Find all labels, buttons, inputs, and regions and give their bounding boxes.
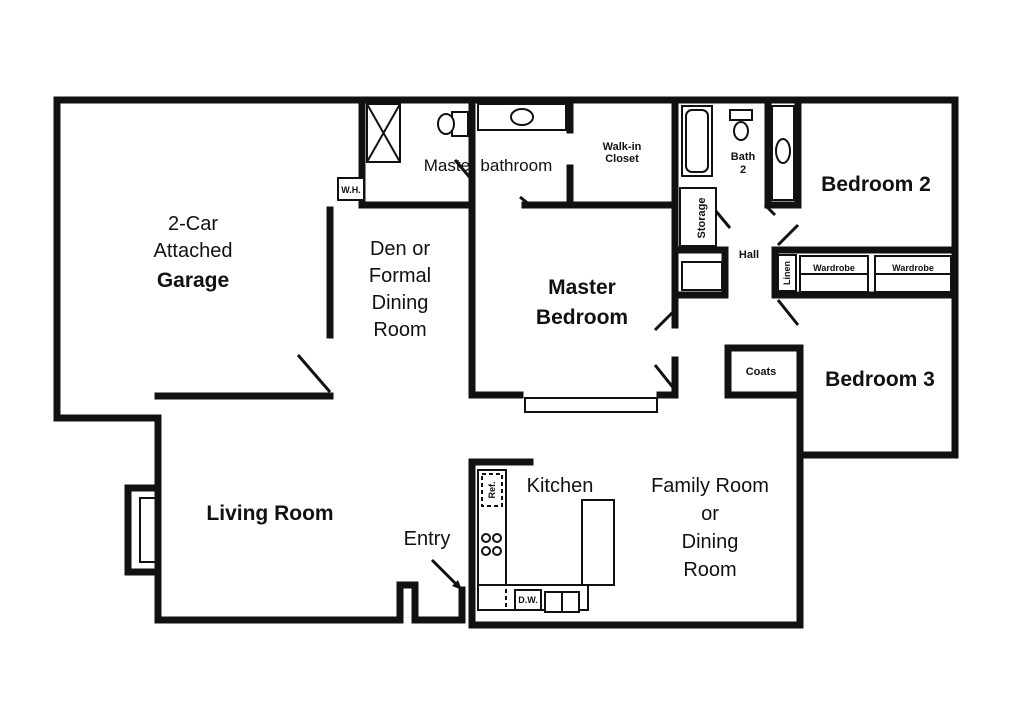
- den-label-line2: Formal: [369, 265, 431, 287]
- water-heater: [337, 177, 365, 201]
- family-room-label-line3: Dining: [682, 531, 739, 553]
- refrigerator-label: Ref.: [487, 481, 497, 498]
- garage-label-line1: 2-Car: [168, 213, 218, 235]
- master-bathroom-label: Master bathroom: [424, 156, 553, 175]
- family-room-label-line1: Family Room: [651, 475, 769, 497]
- dishwasher-label: D.W.: [518, 595, 538, 605]
- bedroom2-label: Bedroom 2: [821, 173, 931, 196]
- room-labels: 2-Car Attached Garage Den or Formal Dini…: [154, 141, 935, 605]
- entry-label: Entry: [404, 528, 451, 550]
- bath2-label-line2: 2: [740, 164, 746, 176]
- living-room-label: Living Room: [206, 502, 333, 525]
- fixtures: [337, 103, 952, 613]
- den-label-line3: Dining: [372, 292, 429, 314]
- master-bedroom-label-line1: Master: [548, 276, 616, 299]
- hall-label: Hall: [739, 249, 759, 261]
- door-swings: [296, 159, 800, 592]
- water-heater-label: W.H.: [341, 185, 361, 195]
- den-label-line4: Room: [373, 319, 426, 341]
- master-bedroom-label-line2: Bedroom: [536, 306, 628, 329]
- coats-label: Coats: [746, 366, 777, 378]
- walk-in-closet-label-line1: Walk-in: [603, 141, 642, 153]
- den-label-line1: Den or: [370, 238, 430, 260]
- wardrobe-label-2: Wardrobe: [892, 263, 934, 273]
- walk-in-closet-label-line2: Closet: [605, 153, 639, 165]
- family-room-label-line2: or: [701, 503, 719, 525]
- wardrobe-label-1: Wardrobe: [813, 263, 855, 273]
- exterior-walls: [53, 96, 959, 629]
- linen-label: Linen: [782, 261, 792, 285]
- garage-label-line2: Attached: [154, 240, 233, 262]
- interior-walls: [154, 96, 959, 629]
- bath2-label-line1: Bath: [731, 151, 756, 163]
- kitchen-label: Kitchen: [527, 475, 594, 497]
- garage-label-line3: Garage: [157, 269, 229, 292]
- storage-label: Storage: [696, 198, 708, 239]
- bedroom3-label: Bedroom 3: [825, 368, 935, 391]
- family-room-label-line4: Room: [683, 559, 736, 581]
